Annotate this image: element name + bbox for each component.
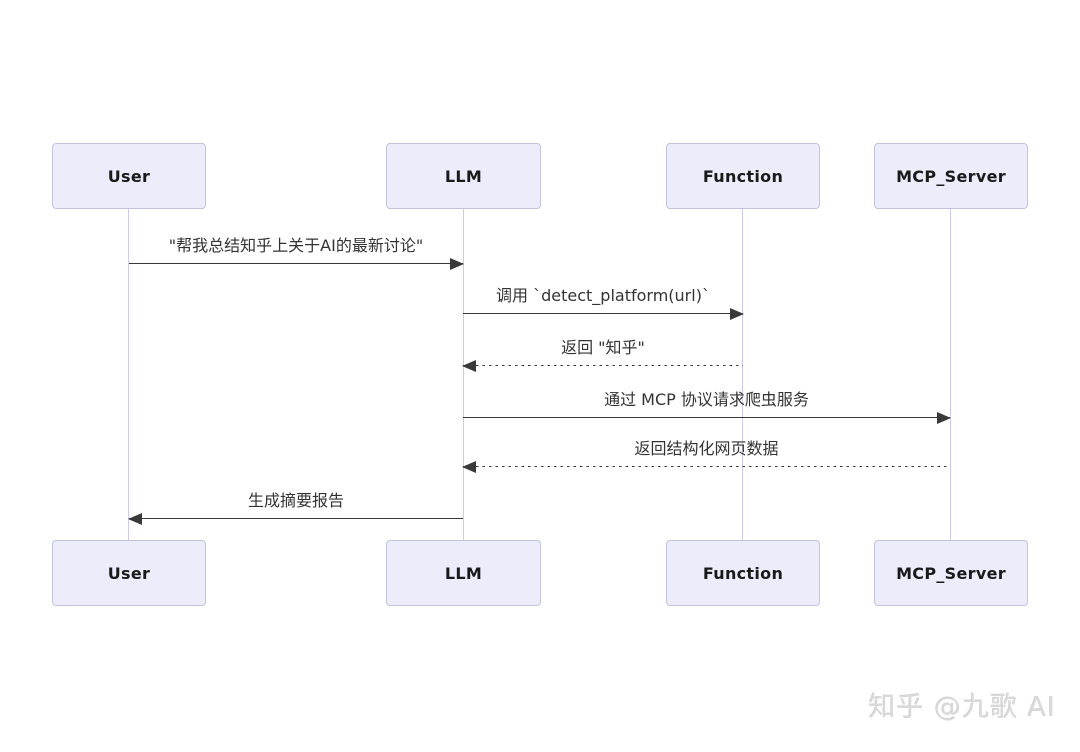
lifeline-user [128, 209, 129, 540]
arrowhead-left-icon [462, 359, 476, 372]
arrowhead-left-icon [462, 460, 476, 473]
message-line-dashed [462, 460, 950, 473]
actor-box-function-top: Function [666, 143, 820, 209]
arrowhead-left-icon [128, 512, 142, 525]
message-label: "帮我总结知乎上关于AI的最新讨论" [168, 236, 424, 255]
message-line [129, 257, 464, 270]
message-user-to-llm: "帮我总结知乎上关于AI的最新讨论" [129, 232, 464, 270]
lifeline-function [742, 209, 743, 540]
message-line [128, 512, 463, 525]
message-line-dashed [462, 359, 743, 372]
message-label: 返回结构化网页数据 [634, 439, 779, 458]
message-label: 生成摘要报告 [247, 491, 344, 510]
actor-box-user-top: User [52, 143, 206, 209]
arrowhead-right-icon [450, 257, 464, 270]
watermark: 知乎 @九歌 AI [868, 692, 1056, 723]
message-label: 调用 `detect_platform(url)` [496, 286, 710, 305]
actor-box-llm-top: LLM [386, 143, 541, 209]
actor-box-function-bottom: Function [666, 540, 820, 606]
actor-box-user-bottom: User [52, 540, 206, 606]
message-line [463, 307, 744, 320]
actor-box-mcp-server-bottom: MCP_Server [874, 540, 1028, 606]
message-llm-to-function: 调用 `detect_platform(url)` [463, 282, 744, 320]
message-llm-to-mcp-server: 通过 MCP 协议请求爬虫服务 [463, 386, 951, 424]
message-llm-to-user: 生成摘要报告 [128, 487, 463, 525]
lifeline-mcp-server [950, 209, 951, 540]
actor-box-llm-bottom: LLM [386, 540, 541, 606]
message-function-to-llm-return: 返回 "知乎" [462, 334, 743, 372]
message-line [463, 411, 951, 424]
message-mcp-server-to-llm-return: 返回结构化网页数据 [462, 435, 950, 473]
arrowhead-right-icon [937, 411, 951, 424]
lifeline-llm [463, 209, 464, 540]
arrowhead-right-icon [730, 307, 744, 320]
message-label: 返回 "知乎" [561, 338, 645, 357]
message-label: 通过 MCP 协议请求爬虫服务 [604, 390, 809, 409]
actor-box-mcp-server-top: MCP_Server [874, 143, 1028, 209]
